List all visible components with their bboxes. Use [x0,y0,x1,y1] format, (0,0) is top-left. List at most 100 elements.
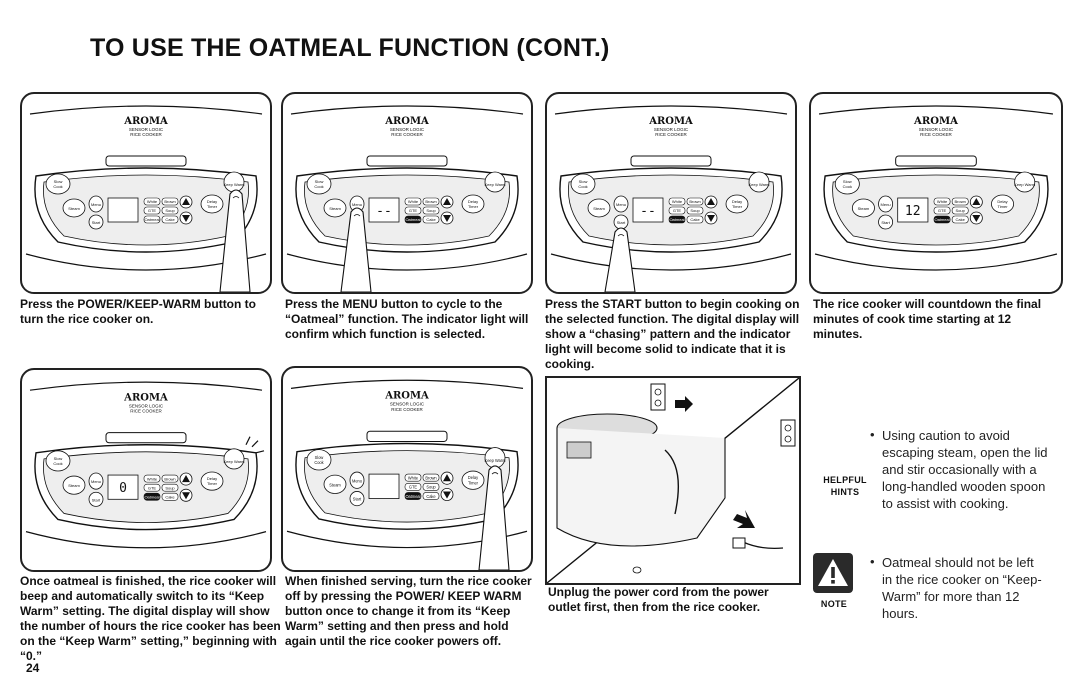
steam-button[interactable] [62,475,86,495]
slow-cook-label-2: Cook [53,184,62,189]
menu-button[interactable] [878,195,894,213]
timer-label: Timer [468,480,479,485]
delay-timer-button[interactable] [991,194,1015,214]
power-outlet [650,383,666,411]
brand-logo: AROMA [913,116,958,127]
slow-cook-button[interactable] [306,173,332,195]
function-indicator [668,215,686,224]
steam-label: Steam [858,206,870,211]
helpful-hints-label: HELPFUL HINTS [823,475,867,497]
step-3-caption: Press the START button to begin cooking … [545,297,800,371]
timer-label: Timer [468,204,479,209]
digital-display [368,473,400,499]
delay-label: Delay [732,199,742,204]
steam-label: Steam [329,206,341,211]
steam-button[interactable] [323,474,347,494]
delay-timer-button[interactable] [461,194,485,214]
function-indicator [686,206,704,215]
function-label: Soup [165,208,175,213]
function-indicator [422,215,440,224]
function-label: Soup [165,485,175,490]
steam-label: Steam [329,482,341,487]
function-label: GTE [409,208,418,213]
function-label: Oatmeal [405,494,420,499]
start-label: Start [881,220,890,225]
menu-label: Menu [881,202,891,207]
brand-logo: AROMA [384,391,429,402]
slow-cook-label-1: Slow [843,179,852,184]
digital-display [632,197,664,223]
menu-button[interactable] [349,471,365,489]
function-label: Oatmeal [144,217,159,222]
start-button[interactable] [88,491,104,507]
brand-sub-2: RICE COOKER [391,407,423,412]
function-label: Soup [426,485,436,490]
arrow-icon [675,396,693,412]
menu-button[interactable] [88,195,104,213]
function-indicator [933,197,951,206]
function-label: Oatmeal [405,217,420,222]
delay-timer-button[interactable] [461,470,485,490]
menu-label: Menu [616,202,626,207]
function-label: Oatmeal [144,494,159,499]
menu-button[interactable] [613,195,629,213]
keep-warm-button[interactable] [223,448,245,470]
function-indicator [933,206,951,215]
function-label: GTE [148,208,157,213]
brand-sub-2: RICE COOKER [391,132,423,137]
brand-sub-1: SENSOR LOGIC [390,402,425,407]
display-value: 12 [905,204,921,219]
slow-cook-button[interactable] [570,173,596,195]
steam-button[interactable] [323,198,347,218]
slow-cook-button[interactable] [45,450,71,472]
keep-warm-button[interactable] [748,171,770,193]
menu-label: Menu [352,202,362,207]
function-label: Cake [690,217,700,222]
function-label: Brown [425,199,436,204]
function-indicator [422,492,440,500]
keep-warm-button[interactable] [1014,171,1036,193]
slow-cook-label-1: Slow [315,455,324,460]
function-label: White [147,199,158,204]
function-indicator [668,197,686,206]
keep-warm-button[interactable] [484,171,506,193]
start-label: Start [353,497,362,502]
keep-warm-label: Keep Warm [485,458,507,463]
function-label: Soup [426,208,436,213]
finger-illustration [478,465,510,570]
slow-cook-label-2: Cook [843,184,852,189]
function-indicator [143,206,161,215]
slow-cook-button[interactable] [45,173,71,195]
function-indicator [951,197,969,206]
steam-button[interactable] [587,198,611,218]
brand-sub-1: SENSOR LOGIC [390,127,425,132]
start-button[interactable] [88,214,104,230]
brand-logo: AROMA [648,116,693,127]
display-value: -- [640,204,656,219]
function-label: Brown [164,476,175,481]
function-indicator [422,473,440,482]
timer-label: Timer [207,481,218,486]
function-indicator [668,206,686,215]
slow-cook-button[interactable] [306,449,332,471]
menu-button[interactable] [88,472,104,490]
steam-label: Steam [593,206,605,211]
function-label: GTE [673,208,682,213]
menu-label: Menu [91,202,101,207]
function-indicator [422,206,440,215]
steam-button[interactable] [62,198,86,218]
steam-button[interactable] [851,198,875,218]
slow-cook-button[interactable] [834,173,860,195]
function-label: White [408,475,419,480]
delay-timer-button[interactable] [725,194,749,214]
delay-timer-button[interactable] [200,194,224,214]
menu-label: Menu [91,479,101,484]
start-button[interactable] [349,491,365,507]
function-label: White [937,199,948,204]
start-button[interactable] [878,214,894,230]
function-label: Soup [690,208,700,213]
function-label: White [147,476,158,481]
delay-timer-button[interactable] [200,471,224,491]
function-indicator [143,215,161,224]
